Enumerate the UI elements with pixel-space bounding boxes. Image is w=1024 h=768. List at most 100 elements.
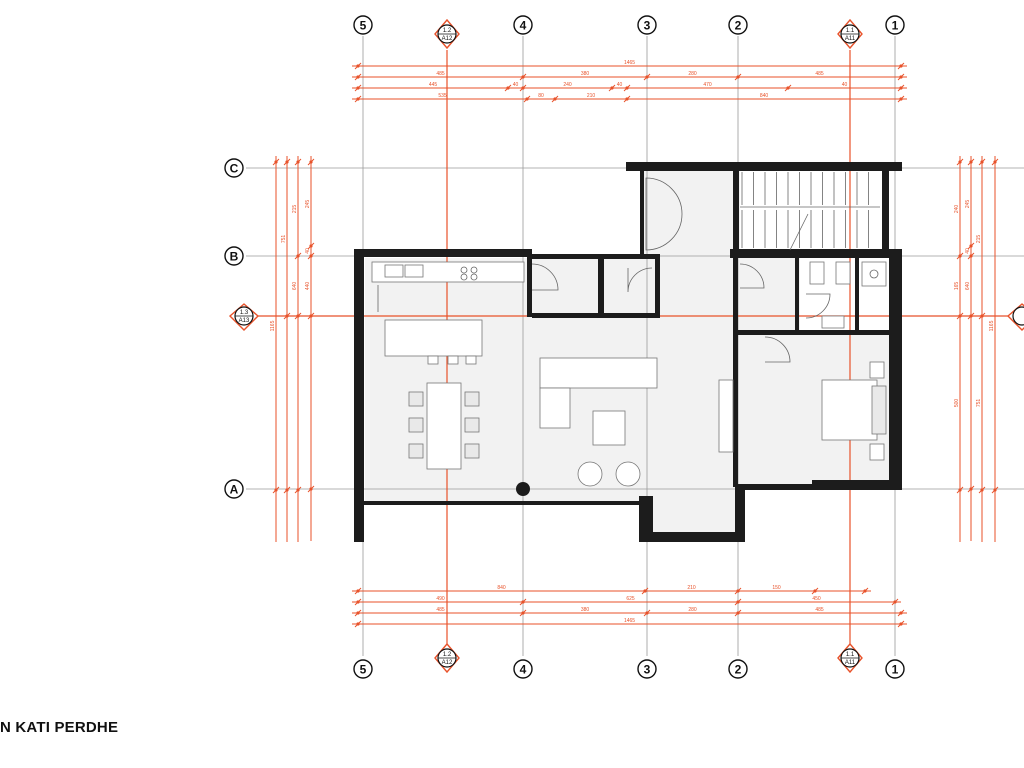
grid-bubble-b: B [224, 246, 244, 266]
svg-text:1.1: 1.1 [846, 652, 855, 658]
dim-left-col4: 245 40 440 [305, 156, 315, 541]
section-marker-1-1-bottom: 1.1 A11 [837, 642, 863, 674]
dim-bottom-row3-label: 485 [436, 607, 445, 613]
dim-bottom-total: 1465 [352, 618, 907, 628]
svg-text:B: B [230, 250, 239, 264]
dim-right-col2-label: 245 [965, 200, 971, 209]
dim-bottom-total-label: 1465 [624, 618, 635, 624]
dim-left-col4-label: 440 [305, 282, 311, 291]
svg-text:5: 5 [360, 19, 367, 33]
dim-bottom-row2-label: 490 [436, 596, 445, 602]
dim-left-total-label: 1165 [270, 320, 276, 331]
grid-bubble-3-top: 3 [637, 15, 657, 35]
svg-text:2: 2 [735, 19, 742, 33]
dim-top-row3-label: 40 [513, 82, 519, 88]
grid-bubble-3-bottom: 3 [637, 659, 657, 679]
dim-left-col2-label: 751 [281, 235, 287, 244]
dim-bottom-row2-label: 450 [812, 596, 821, 602]
dim-top-row3-label: 445 [429, 82, 438, 88]
svg-text:1: 1 [892, 663, 899, 677]
dim-top-row4-label: 535 [438, 93, 447, 99]
grid-bubble-c: C [224, 158, 244, 178]
dim-right-col1-label: 165 [954, 282, 960, 291]
dim-right-total-label: 1165 [989, 320, 995, 331]
svg-text:A11: A11 [845, 660, 856, 666]
dim-bottom-row1-label: 150 [772, 585, 781, 591]
doors [377, 177, 831, 363]
dim-bottom-row2-label: 625 [626, 596, 635, 602]
grid-bubble-2-top: 2 [728, 15, 748, 35]
svg-text:C: C [230, 162, 239, 176]
svg-text:4: 4 [520, 19, 527, 33]
svg-text:A: A [230, 483, 239, 497]
section-marker-1-2-bottom: 1.2 A12 [434, 642, 460, 674]
dim-right-col3: 215 751 [976, 156, 986, 542]
grid-bubble-5-top: 5 [353, 15, 373, 35]
bathroom-fixtures [809, 261, 887, 329]
grid-bubble-2-bottom: 2 [728, 659, 748, 679]
section-marker-1-1-top: 1.1 A11 [837, 18, 863, 50]
svg-text:A12: A12 [442, 36, 453, 42]
dim-top-row4: 535 80 210 840 [352, 93, 907, 103]
svg-text:4: 4 [520, 663, 527, 677]
dim-top-row2-label: 485 [815, 71, 824, 77]
svg-text:3: 3 [644, 19, 651, 33]
dim-top-row4-label: 80 [538, 93, 544, 99]
dim-right-col2-label: 640 [965, 282, 971, 291]
dim-top-row3-label: 40 [617, 82, 623, 88]
svg-text:3: 3 [644, 663, 651, 677]
svg-text:1: 1 [892, 19, 899, 33]
grid-bubble-a: A [224, 479, 244, 499]
dim-top-row3-label: 240 [563, 82, 572, 88]
dim-left-col3-label: 215 [292, 205, 298, 214]
dim-right-col1-label: 240 [954, 205, 960, 214]
svg-text:1.3: 1.3 [240, 310, 249, 316]
dim-top-total: 1465 [352, 60, 907, 70]
dim-left-col2: 751 [281, 156, 291, 542]
dim-top-row4-label: 840 [760, 93, 769, 99]
dim-bottom-row1-label: 210 [687, 585, 696, 591]
svg-text:1.2: 1.2 [443, 28, 452, 34]
dim-bottom-row3-label: 280 [688, 607, 697, 613]
kitchen-furniture [371, 261, 525, 365]
svg-text:5: 5 [360, 663, 367, 677]
section-marker-1-3-right [1006, 303, 1024, 331]
dim-top-row4-label: 210 [587, 93, 596, 99]
dim-bottom-row3-label: 380 [581, 607, 590, 613]
dim-right-col1-label: 500 [954, 399, 960, 408]
dim-left-col3: 215 640 [292, 156, 302, 542]
svg-text:A12: A12 [442, 660, 453, 666]
dim-left-col3-label: 640 [292, 282, 298, 291]
dim-right-col2-label: 40 [965, 248, 971, 254]
dim-top-row2-label: 485 [436, 71, 445, 77]
dim-top-row3-label: 470 [703, 82, 712, 88]
section-marker-1-2-top: 1.2 A12 [434, 18, 460, 50]
section-marker-1-3-left: 1.3 A13 [228, 303, 260, 331]
dim-bottom-row3-label: 485 [815, 607, 824, 613]
dim-bottom-row3: 485 380 280 485 [352, 607, 907, 617]
dim-left-col4-label: 40 [305, 248, 311, 254]
dim-top-row2-label: 380 [581, 71, 590, 77]
dim-top-row3: 445 40 240 40 470 40 [352, 82, 907, 92]
grid-bubble-1-top: 1 [885, 15, 905, 35]
grid-bubble-1-bottom: 1 [885, 659, 905, 679]
svg-text:2: 2 [735, 663, 742, 677]
dim-top-total-label: 1465 [624, 60, 635, 66]
walls [354, 162, 902, 542]
dining-set [408, 382, 480, 470]
svg-text:A13: A13 [239, 318, 250, 324]
grid-bubble-5-bottom: 5 [353, 659, 373, 679]
dim-right-col3-label: 751 [976, 399, 982, 408]
svg-text:1.2: 1.2 [443, 652, 452, 658]
svg-text:1.1: 1.1 [846, 28, 855, 34]
dim-left-col4-label: 245 [305, 200, 311, 209]
dim-bottom-row2: 490 625 450 [352, 596, 901, 606]
dim-bottom-row1: 840 210 150 [352, 585, 871, 595]
dim-bottom-row1-label: 840 [497, 585, 506, 591]
dim-top-row3-label: 40 [842, 82, 848, 88]
svg-text:A11: A11 [845, 36, 856, 42]
dim-right-col3-label: 215 [976, 235, 982, 244]
